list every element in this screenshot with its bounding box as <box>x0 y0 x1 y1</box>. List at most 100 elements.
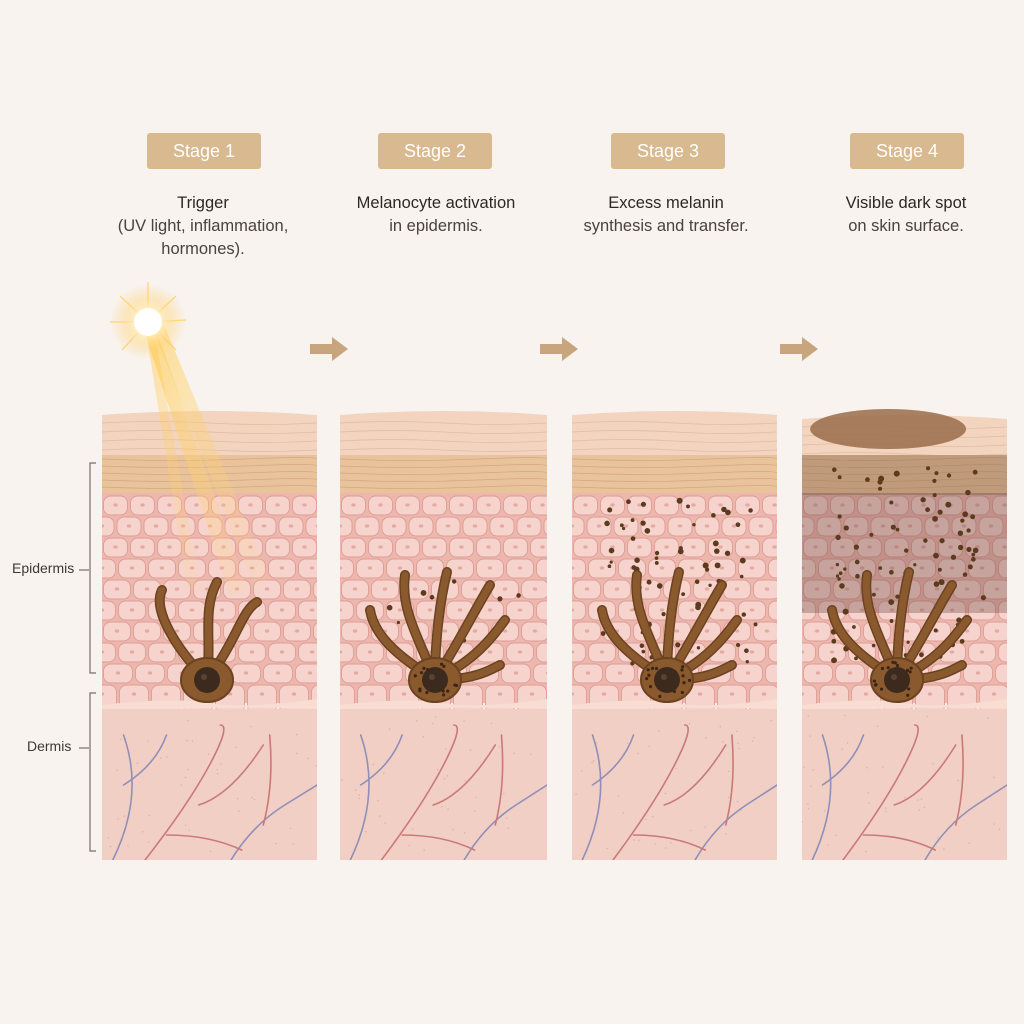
cell-nucleus <box>1002 545 1007 549</box>
dermis-texture <box>690 829 692 832</box>
cell-nucleus <box>718 503 723 507</box>
cell-nucleus <box>457 608 463 612</box>
skin-panel-stage-1 <box>102 411 317 860</box>
cell-nucleus <box>894 503 899 507</box>
dermis-texture <box>384 822 387 824</box>
melanin-granule <box>419 671 424 675</box>
dermis-texture <box>823 810 826 812</box>
melanin-granule <box>934 471 939 476</box>
dermis-texture <box>993 823 995 825</box>
cell-nucleus <box>367 566 373 570</box>
cell-nucleus <box>275 545 280 549</box>
epidermal-cell <box>279 684 309 714</box>
dermis-texture <box>275 842 277 845</box>
cell-nucleus <box>979 608 985 612</box>
melanin-granule <box>745 660 749 664</box>
cell-nucleus <box>894 545 899 549</box>
cell-nucleus <box>919 566 925 570</box>
melanin-granule <box>677 548 684 555</box>
dermis-texture <box>295 733 298 736</box>
dermis-texture <box>372 763 375 766</box>
melanocyte-nucleus <box>422 667 448 693</box>
cell-nucleus <box>405 503 410 507</box>
melanin-granule <box>831 657 837 664</box>
cell-nucleus <box>691 545 696 549</box>
cell-nucleus <box>487 608 493 612</box>
melanin-granule <box>855 573 860 579</box>
melanin-granule <box>647 673 651 677</box>
stage-3-badge: Stage 3 <box>611 133 725 169</box>
arrow-right-icon <box>310 337 348 361</box>
cell-nucleus <box>961 524 967 528</box>
cell-nucleus <box>994 629 1000 633</box>
cell-nucleus <box>921 545 926 549</box>
dermis-texture <box>446 774 449 777</box>
dermis-texture <box>365 830 367 833</box>
dermis-texture <box>992 776 995 779</box>
cell-nucleus <box>734 587 740 591</box>
dermis-texture <box>358 794 360 796</box>
cell-nucleus <box>907 524 913 528</box>
cell-nucleus <box>859 566 865 570</box>
cell-nucleus <box>572 566 575 570</box>
dermis-texture <box>728 796 730 799</box>
cell-nucleus <box>659 566 665 570</box>
blood-vessel <box>821 734 865 786</box>
corneum-line <box>340 448 547 452</box>
melanin-granule <box>837 577 841 581</box>
melanin-granule <box>516 593 521 598</box>
cell-nucleus <box>814 629 820 633</box>
cell-nucleus <box>144 629 150 633</box>
melanin-granule <box>422 666 426 670</box>
cell-nucleus <box>731 524 737 528</box>
cell-nucleus <box>659 608 665 612</box>
stage-2-title: Melanocyte activation <box>356 194 516 212</box>
dermis-texture <box>445 748 447 750</box>
cell-nucleus <box>351 545 356 549</box>
melanin-granule <box>680 668 684 672</box>
melanin-granule <box>908 670 912 674</box>
melanin-granule <box>893 470 900 477</box>
melanin-granule <box>872 679 877 683</box>
melanin-granule <box>879 687 884 691</box>
granular-line <box>802 457 1007 461</box>
melanocyte-nucleus <box>654 667 680 693</box>
dermis-texture <box>463 720 465 722</box>
dermis-texture <box>633 839 635 841</box>
cell-nucleus <box>163 692 169 696</box>
cell-nucleus <box>302 545 307 549</box>
pigmented-granular <box>802 455 1007 495</box>
cell-nucleus <box>745 503 750 507</box>
melanin-granule <box>441 693 446 697</box>
dermis-texture <box>208 753 210 756</box>
blood-vessel <box>197 744 265 806</box>
melanin-granule <box>893 661 897 665</box>
melanin-granule <box>874 683 878 687</box>
melanin-granule <box>832 467 837 472</box>
melanin-granule <box>654 666 659 671</box>
cell-nucleus <box>378 545 383 549</box>
cell-nucleus <box>674 629 680 633</box>
melanin-granule <box>451 579 457 584</box>
melanin-granule <box>843 525 849 531</box>
dermis-texture <box>123 815 126 817</box>
melanin-granule <box>871 592 876 597</box>
cell-nucleus <box>719 650 725 654</box>
cell-nucleus <box>487 650 493 654</box>
cell-nucleus <box>758 524 764 528</box>
cell-nucleus <box>427 566 433 570</box>
cell-nucleus <box>445 524 451 528</box>
melanin-granule <box>721 506 727 513</box>
melanin-granule <box>925 466 931 471</box>
melanin-granule <box>621 526 626 531</box>
cell-nucleus <box>526 524 532 528</box>
melanin-granule <box>681 674 685 678</box>
dermis-texture <box>657 730 660 732</box>
dermis-texture <box>191 740 194 742</box>
melanin-granule <box>865 477 870 483</box>
dermis-texture <box>595 741 598 744</box>
dermis-texture <box>186 739 188 742</box>
melanin-granule <box>869 532 874 537</box>
cell-nucleus <box>863 692 869 696</box>
dermis-texture <box>209 850 212 853</box>
